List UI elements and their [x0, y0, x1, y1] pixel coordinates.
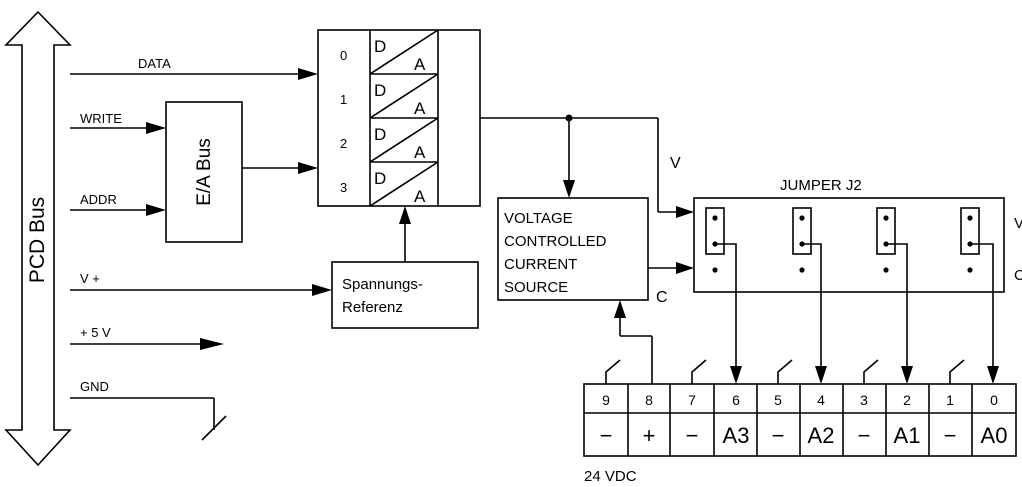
terminal-signal-2: A1: [894, 423, 921, 448]
c-label: C: [656, 289, 668, 306]
c-to-jumper-arrowhead: [676, 262, 694, 274]
vccs-label-line2: CONTROLLED: [504, 233, 607, 250]
jumper-right-v: V: [1014, 215, 1022, 232]
data-signal-label: DATA: [138, 56, 171, 71]
vccs-label-line4: SOURCE: [504, 279, 568, 296]
dac-output-lines: V: [480, 114, 694, 218]
dac-a-label-3: A: [414, 187, 426, 206]
vccs-label-line1: VOLTAGE: [504, 210, 573, 227]
terminal-number-5: 5: [774, 392, 782, 408]
dac-channel-3: 3: [340, 180, 347, 195]
dac-d-label-3: D: [374, 169, 386, 188]
a3-arrowhead: [730, 366, 742, 384]
dac-channel-0: 0: [340, 48, 347, 63]
jumper-block-a3[interactable]: [705, 207, 725, 255]
gnd-signal-label: GND: [80, 379, 109, 394]
dac-channel-1: 1: [340, 92, 347, 107]
terminal-number-2: 2: [903, 392, 911, 408]
pcd-bus: PCD Bus: [4, 10, 72, 467]
reference-label-line1: Spannungs-: [342, 276, 423, 293]
feedback-arrowhead: [614, 300, 626, 318]
dac-block: 0 1 2 3 D A D A D A D A: [317, 29, 481, 207]
v-to-jumper-arrowhead: [676, 206, 694, 218]
v-label: V: [670, 155, 681, 172]
jumper-block-a0[interactable]: [960, 207, 980, 255]
jumper-right-c: C: [1014, 267, 1022, 284]
a2-arrowhead: [815, 366, 827, 384]
terminal-signal-6: A3: [723, 423, 750, 448]
terminal-signal-1: −: [944, 423, 957, 448]
dac-d-label-0: D: [374, 37, 386, 56]
write-arrowhead: [146, 122, 166, 134]
a0-arrowhead: [987, 366, 999, 384]
plus5v-arrowhead: [200, 338, 224, 350]
dac-a-label-0: A: [414, 55, 426, 74]
pcd-bus-label: PCD Bus: [26, 197, 49, 283]
jumper-block-a1[interactable]: [876, 207, 896, 255]
a1-arrowhead: [901, 366, 913, 384]
addr-arrowhead: [146, 204, 166, 216]
vccs-block: VOLTAGE CONTROLLED CURRENT SOURCE C: [497, 197, 694, 384]
jumper-block-a2[interactable]: [792, 207, 812, 255]
terminal-9-stub: [605, 359, 621, 384]
terminal-strip: 9 8 7 6 5 4 3 2 1 0 − + − A3 − A2 − A1 −…: [583, 359, 1017, 485]
terminal-number-8: 8: [645, 392, 653, 408]
dac-a-label-1: A: [414, 99, 426, 118]
jumper-j2: JUMPER J2 V C: [693, 177, 1022, 384]
terminal-5-stub: [777, 359, 793, 384]
addr-signal-label: ADDR: [80, 192, 117, 207]
terminal-number-6: 6: [732, 392, 740, 408]
terminal-signal-5: −: [772, 423, 785, 448]
ea-to-dac-arrowhead: [298, 162, 318, 174]
ea-bus-label: E/A Bus: [194, 138, 215, 206]
terminal-3-stub: [863, 359, 879, 384]
vccs-label-line3: CURRENT: [504, 256, 577, 273]
data-arrowhead: [298, 68, 318, 80]
ground-symbol: [201, 415, 227, 441]
terminal-signal-8: +: [643, 423, 656, 448]
vplus-signal-label: V +: [80, 271, 100, 286]
bus-signals: DATA WRITE ADDR V + + 5 V GND: [70, 56, 332, 441]
vccs-input-arrowhead: [563, 180, 575, 198]
pcd-bus-arrow: [4, 10, 72, 467]
terminal-number-0: 0: [990, 392, 998, 408]
terminal-signal-3: −: [858, 423, 871, 448]
terminal-number-4: 4: [817, 392, 825, 408]
terminal-7-stub: [691, 359, 707, 384]
terminal-number-1: 1: [946, 392, 954, 408]
jumper-title: JUMPER J2: [780, 177, 862, 194]
plus5v-signal-label: + 5 V: [80, 325, 111, 340]
terminal-number-9: 9: [602, 392, 610, 408]
supply-label: 24 VDC: [584, 468, 637, 485]
voltage-reference-block: Spannungs- Referenz: [331, 206, 479, 329]
dac-d-label-2: D: [374, 125, 386, 144]
reference-arrowhead: [399, 206, 411, 224]
terminal-signal-0: A0: [981, 423, 1008, 448]
terminal-signal-4: A2: [808, 423, 835, 448]
ea-bus-block: E/A Bus: [165, 101, 318, 243]
terminal-number-7: 7: [688, 392, 696, 408]
terminal-signal-7: −: [686, 423, 699, 448]
reference-label-line2: Referenz: [342, 299, 403, 316]
terminal-1-stub: [949, 359, 965, 384]
terminal-number-3: 3: [860, 392, 868, 408]
terminal-signal-9: −: [600, 423, 613, 448]
dac-d-label-1: D: [374, 81, 386, 100]
dac-a-label-2: A: [414, 143, 426, 162]
vplus-arrowhead: [312, 284, 332, 296]
dac-channel-2: 2: [340, 136, 347, 151]
write-signal-label: WRITE: [80, 111, 122, 126]
